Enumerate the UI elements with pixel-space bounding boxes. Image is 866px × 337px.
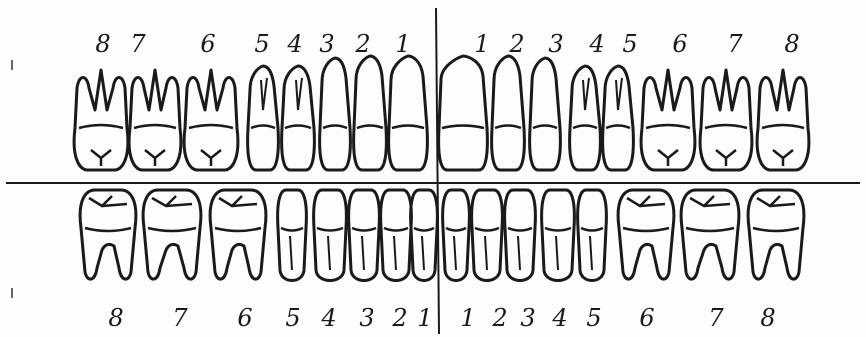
upper-tooth-16-molar (757, 70, 809, 170)
upper-label-l7: 7 (727, 32, 742, 56)
lower-tooth-8-incisor (411, 190, 438, 281)
lower-label-r3: 3 (359, 306, 374, 330)
lower-tooth-9-incisor (443, 190, 470, 281)
lower-label-r8: 8 (108, 306, 123, 330)
upper-label-r7: 7 (130, 32, 145, 56)
upper-tooth-5-premolar (282, 66, 315, 170)
lower-tooth-13-premolar (578, 190, 607, 281)
upper-label-l8: 8 (784, 32, 799, 56)
lower-label-r6: 6 (237, 306, 252, 330)
upper-label-l3: 3 (548, 32, 563, 56)
lower-label-r7: 7 (172, 306, 187, 330)
upper-label-l1: 1 (474, 32, 489, 56)
upper-label-l6: 6 (672, 32, 687, 56)
lower-tooth-7-incisor (381, 190, 412, 281)
upper-label-r6: 6 (200, 32, 215, 56)
upper-label-r3: 3 (319, 32, 334, 56)
upper-label-l2: 2 (509, 32, 524, 56)
upper-tooth-7-incisor (354, 56, 387, 170)
lower-tooth-12-premolar (542, 190, 575, 281)
upper-label-r4: 4 (287, 32, 302, 56)
upper-tooth-6-canine (320, 58, 351, 170)
upper-label-r8: 8 (95, 32, 110, 56)
lower-tooth-4-premolar (278, 190, 307, 281)
lower-tooth-5-premolar (314, 190, 347, 281)
upper-tooth-15-molar (700, 70, 752, 170)
lower-label-l5: 5 (586, 306, 601, 330)
upper-tooth-10-incisor (492, 56, 525, 170)
lower-label-r5: 5 (285, 306, 300, 330)
lower-tooth-2-molar (143, 190, 201, 279)
upper-tooth-11-canine (530, 58, 561, 170)
lower-label-l6: 6 (639, 306, 654, 330)
upper-label-r1: 1 (395, 32, 410, 56)
upper-arch (74, 56, 809, 170)
lower-label-l7: 7 (708, 306, 723, 330)
lower-label-l2: 2 (492, 306, 507, 330)
upper-label-l5: 5 (622, 32, 637, 56)
upper-tooth-13-premolar (603, 66, 634, 170)
lower-label-l8: 8 (760, 306, 775, 330)
lower-tooth-10-incisor (472, 190, 503, 281)
upper-tooth-8-incisor (389, 56, 428, 170)
lower-arch (80, 190, 804, 281)
upper-tooth-9-incisor (439, 56, 488, 170)
upper-label-l4: 4 (589, 32, 604, 56)
lower-tooth-14-molar (618, 190, 674, 279)
lower-tooth-15-molar (681, 190, 739, 279)
lower-label-r1: 1 (417, 306, 432, 330)
lower-tooth-6-canine (349, 190, 380, 281)
midline (436, 8, 439, 334)
upper-tooth-2-molar (129, 70, 181, 170)
lower-label-l3: 3 (520, 306, 535, 330)
lower-label-r2: 2 (392, 306, 407, 330)
lower-tooth-1-molar (80, 190, 136, 279)
lower-tooth-16-molar (748, 190, 804, 279)
lower-label-r4: 4 (321, 306, 336, 330)
upper-tooth-14-molar (641, 70, 695, 170)
upper-tooth-3-molar (184, 70, 238, 170)
upper-tooth-1-molar (74, 70, 128, 170)
upper-label-r5: 5 (254, 32, 269, 56)
upper-tooth-4-premolar (248, 66, 279, 170)
lower-tooth-11-canine (505, 190, 536, 281)
lower-tooth-3-molar (210, 190, 266, 279)
upper-tooth-12-premolar (570, 66, 601, 170)
lower-label-l4: 4 (552, 306, 567, 330)
lower-label-l1: 1 (460, 306, 475, 330)
upper-label-r2: 2 (355, 32, 370, 56)
